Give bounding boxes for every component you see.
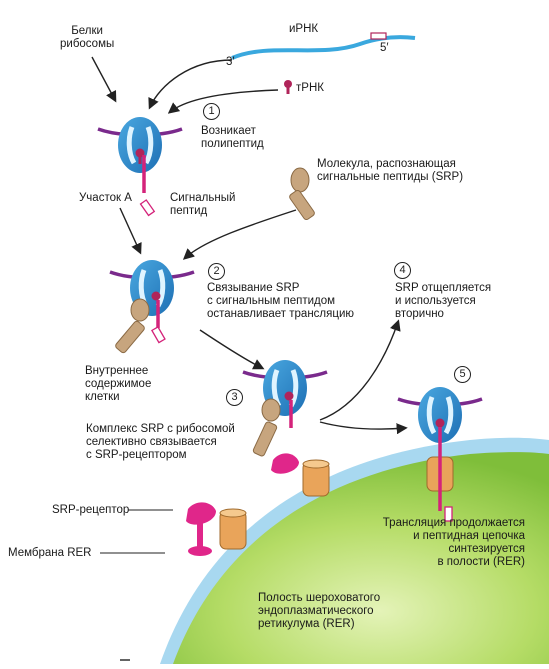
polypeptide-label: Возникает полипептид: [201, 125, 264, 150]
srp-receptor-label: SRP-рецептор: [52, 504, 130, 516]
srp-molecule: [289, 167, 315, 221]
three-prime-label: 3′: [226, 56, 235, 68]
mrna-strand: [231, 32, 416, 60]
srp-binding-label: Связывание SRP с сигнальным пептидом ост…: [207, 282, 354, 320]
mrna-label: иРНК: [289, 23, 319, 35]
trna-label: тРНК: [296, 82, 324, 94]
ribosome-step2: [109, 260, 195, 354]
signal-peptide-label: Сигнальный пептид: [170, 192, 236, 217]
srp-complex-label: Комплекс SRP с рибосомой селективно связ…: [86, 423, 235, 461]
srp-molecule-label: Молекула, распознающая сигнальные пептид…: [317, 158, 464, 183]
trna-icon: [284, 80, 292, 94]
step-number-4: 4: [394, 262, 411, 279]
srp-receptor-free: [186, 502, 247, 556]
translation-continues-label: Трансляция продолжается и пептидная цепо…: [382, 517, 525, 568]
ribosome-step5: [397, 387, 483, 522]
step-number-2: 2: [208, 263, 225, 280]
cell-interior-label: Внутреннее содержимое клетки: [85, 365, 152, 403]
leader-lines: [100, 509, 173, 554]
step-number-3: 3: [226, 389, 243, 406]
ribosome-step3: [242, 360, 330, 497]
rer-membrane: [160, 437, 549, 664]
five-prime-label: 5′: [380, 42, 389, 54]
rer-membrane-label: Мембрана RER: [8, 547, 92, 559]
step-number-5: 5: [454, 366, 471, 383]
srp-released-label: SRP отщепляется и используется вторично: [395, 282, 492, 320]
ribosome-step1: [97, 117, 183, 217]
ribosome-proteins-label: Белки рибосомы: [60, 25, 115, 50]
step-number-1: 1: [203, 103, 220, 120]
arrows: [91, 56, 408, 661]
rer-lumen-label: Полость шероховатого эндоплазматического…: [258, 592, 381, 630]
site-a-label: Участок А: [79, 192, 132, 204]
